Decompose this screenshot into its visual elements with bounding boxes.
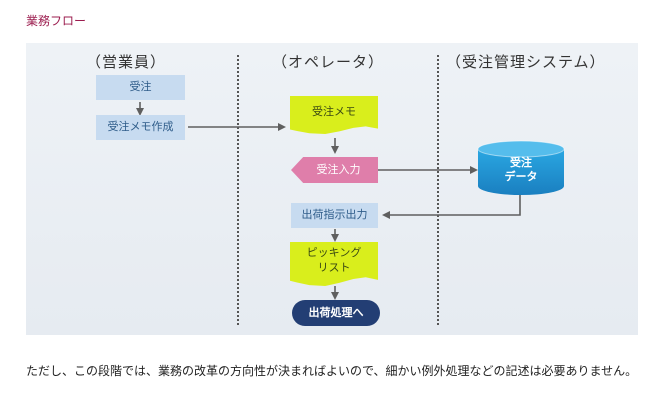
lane-title-sales: （営業員） bbox=[86, 53, 167, 71]
node-order-receive: 受注 bbox=[96, 75, 185, 100]
node-order-data-label-1: 受注 bbox=[510, 155, 532, 169]
node-picking-list-label-1: ピッキング bbox=[306, 246, 362, 260]
node-order-data: 受注 データ bbox=[476, 152, 566, 188]
node-order-data-label-2: データ bbox=[504, 170, 538, 183]
arrow-data-to-shipping-instruction bbox=[382, 193, 521, 219]
node-shipping-instruction-output: 出荷指示出力 bbox=[291, 203, 378, 228]
node-order-input: 受注入力 bbox=[291, 157, 378, 183]
database-cylinder-icon bbox=[477, 140, 565, 195]
node-order-memo-document: 受注メモ bbox=[290, 96, 378, 134]
lane-title-order-system: （受注管理システム） bbox=[446, 53, 606, 71]
node-picking-list-document: ピッキング リスト bbox=[290, 242, 378, 286]
node-order-memo-create: 受注メモ作成 bbox=[96, 115, 185, 140]
node-to-shipping-process: 出荷処理へ bbox=[292, 300, 380, 326]
node-order-memo-label: 受注メモ bbox=[312, 104, 356, 118]
lane-divider-1 bbox=[237, 55, 239, 325]
node-picking-list-label-2: リスト bbox=[317, 261, 351, 274]
node-order-input-label: 受注入力 bbox=[316, 162, 361, 176]
lane-title-operator: （オペレータ） bbox=[272, 53, 385, 71]
footer-note: ただし、この段階では、業務の改革の方向性が決まればよいので、細かい例外処理などの… bbox=[26, 364, 638, 378]
lane-divider-2 bbox=[437, 55, 439, 325]
section-title: 業務フロー bbox=[26, 14, 87, 28]
